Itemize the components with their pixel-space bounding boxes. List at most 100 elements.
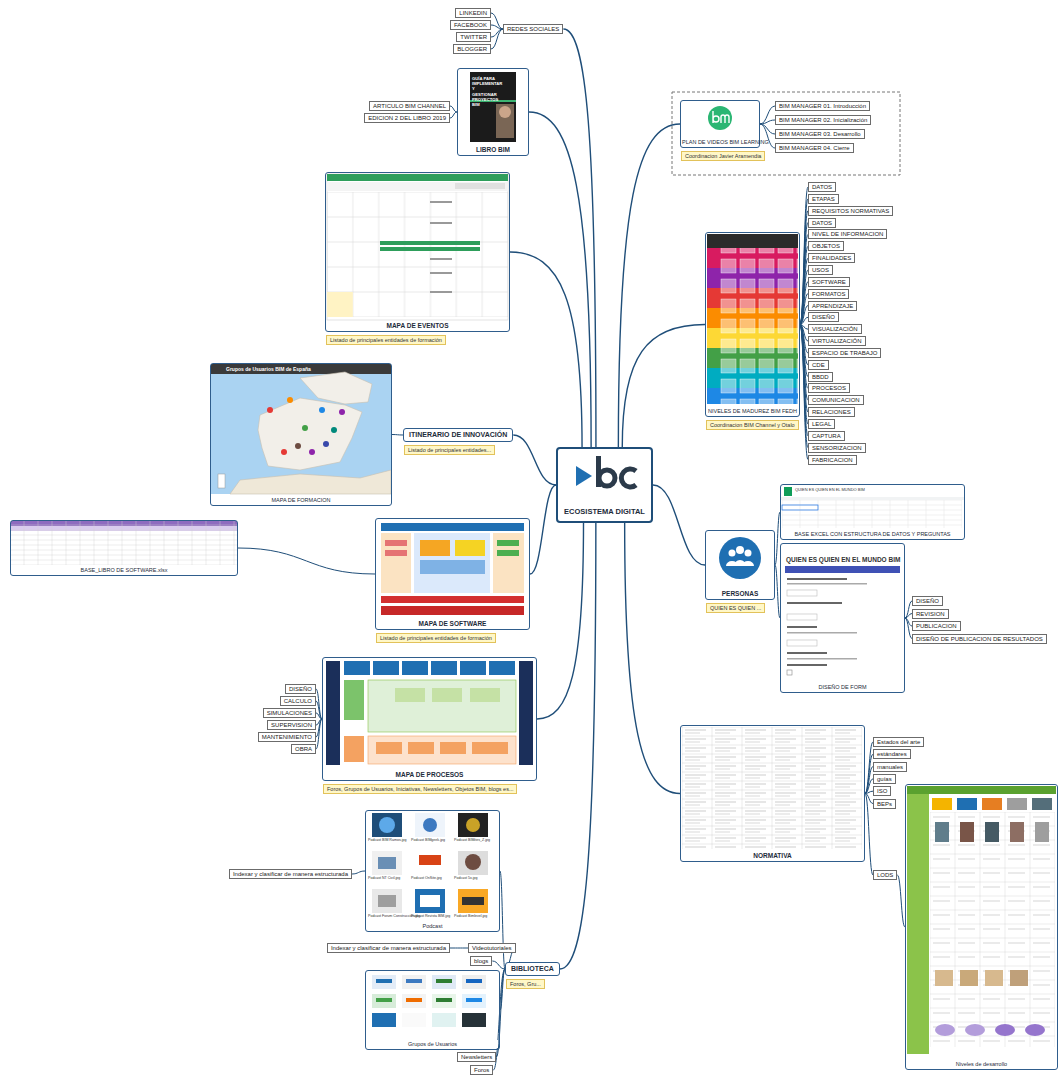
process-map-image-part	[408, 742, 434, 754]
topic-text: RELACIONES	[812, 409, 851, 415]
subtopic-box: CDE	[808, 360, 829, 370]
user-group-logos-part	[462, 994, 486, 1008]
image-topic: LIBRO BIM	[457, 68, 529, 156]
form-image-part	[785, 566, 900, 573]
maturity-levels-image-part	[707, 234, 798, 248]
file-name: Podcast Bimlevel.jpg	[454, 914, 487, 919]
development-levels-image-part	[935, 822, 949, 842]
calendar-image-part	[430, 258, 452, 260]
podcast-tiles-part	[415, 851, 445, 875]
subtopic-box: VIRTUALIZACIÓN	[808, 336, 866, 346]
form-image-part	[787, 602, 842, 604]
book-cover	[470, 72, 516, 142]
branch-connector	[905, 618, 912, 626]
image-topic: BASE EXCEL CON ESTRUCTURA DE DATOS Y PRE…	[780, 484, 965, 540]
topic-text: BIM MANAGER 01. Introducción	[779, 103, 866, 109]
software-map-image-part	[385, 540, 407, 546]
calendar-image-part	[327, 174, 508, 181]
topic-text: PROCESOS	[812, 385, 846, 391]
topic-text: BIBLIOTECA	[511, 965, 554, 972]
topic-text: FABRICACION	[812, 457, 853, 463]
subtopic-box: MANTENIMIENTO	[258, 732, 316, 742]
subtopic-box: BBDD	[808, 372, 833, 382]
subtopic-box: VISUALIZACIÓN	[808, 324, 862, 334]
note-text: Foros, Grupos de Usuarios, Iniciativas, …	[323, 784, 517, 794]
topic-text: APRENDIZAJE	[812, 303, 853, 309]
development-levels-image-part	[985, 970, 1003, 986]
topic-text: Foros	[474, 1067, 489, 1073]
subtopic-box: LEGAL	[808, 419, 835, 429]
branch-connector	[760, 120, 775, 124]
process-map-image-part	[368, 736, 516, 764]
development-levels-image-part	[960, 822, 974, 842]
subtopic-box: LODS	[873, 870, 897, 880]
note-text: Listado de principales entidades de form…	[326, 335, 446, 345]
people-icon-part	[729, 550, 736, 557]
topic-text: BIM MANAGER 03. Desarrollo	[779, 131, 861, 137]
process-map-image-part	[432, 688, 462, 702]
spreadsheet-image-part	[782, 505, 818, 510]
image-topic: NORMATIVA	[680, 725, 865, 862]
topic-text: FORMATOS	[812, 291, 845, 297]
software-table-image-part	[11, 521, 237, 565]
subtopic-box: ISO	[873, 786, 891, 796]
subtopic-box: SOFTWARE	[808, 277, 850, 287]
software-map-image-part	[377, 520, 528, 618]
spain-map-image	[211, 364, 391, 494]
subtopic-box: Estados del arte	[873, 737, 924, 747]
process-map-image-part	[460, 661, 486, 675]
calendar-image-part	[327, 174, 508, 320]
podcast-tiles-part	[462, 897, 484, 905]
calendar-image-part	[327, 192, 508, 317]
branch-connector	[800, 325, 808, 377]
spain-map-image-part	[287, 397, 293, 403]
branch-connector	[905, 618, 912, 639]
regulation-table-image-part	[682, 727, 862, 849]
center-logo-part	[599, 470, 615, 486]
branch-connector	[865, 791, 873, 793]
user-group-logos-part	[462, 975, 486, 989]
subtopic-box: REDES SOCIALES	[503, 24, 563, 34]
podcast-tiles-part	[419, 855, 441, 865]
branch-connector	[800, 325, 808, 365]
topic-text: DATOS	[812, 220, 832, 226]
subtopic-box: SIMULACIONES	[263, 708, 316, 718]
spain-map-image-part	[211, 364, 391, 494]
subtopic-box: BIM MANAGER 04. Cierre	[775, 143, 854, 153]
file-name: Podcast OnSite.jpg	[411, 876, 442, 881]
subtopic-box: manuales	[873, 762, 907, 772]
calendar-image-part	[430, 201, 452, 203]
subtopic-box: RELACIONES	[808, 407, 855, 417]
branch-connector	[865, 794, 873, 804]
book-cover-part	[470, 72, 516, 142]
main-topic: ITINERARIO DE INNOVACIÓNListado de princ…	[403, 428, 513, 442]
branch-connector	[800, 306, 808, 325]
people-icon-part	[719, 537, 761, 579]
dashed-group-frame	[672, 92, 900, 175]
user-group-logos-part	[466, 998, 482, 1002]
process-map-image-part	[395, 688, 425, 702]
branch-connector	[238, 548, 375, 574]
software-map-image-part	[493, 533, 524, 593]
image-topic: DISEÑO DE FORM	[780, 543, 905, 693]
branch-connector	[450, 112, 457, 118]
branch-connector	[760, 124, 775, 134]
topic-text: Videotutoriales	[472, 945, 512, 951]
process-map-image-part	[326, 661, 340, 765]
process-map-image-part	[472, 742, 508, 754]
spain-map-image-part	[267, 407, 273, 413]
software-map-image	[377, 520, 528, 618]
topic-text: blogs	[474, 958, 488, 964]
note-text: Coordinacion Javier Aramendia	[681, 151, 765, 161]
process-map-image-part	[519, 661, 533, 765]
topic-text: DISEÑO	[812, 314, 835, 320]
image-caption: NIVELES DE MADUREZ BIM FEDH	[707, 407, 798, 415]
topic-text: SENSORIZACION	[812, 445, 862, 451]
subtopic-box: LINKEDIN	[455, 8, 491, 18]
image-topic: Niveles de desarrollo	[905, 784, 1058, 1070]
subtopic-box: OBRA	[291, 744, 316, 754]
process-map-image-part	[440, 742, 466, 754]
topic-text: ARTICULO BIM CHANNEL	[373, 103, 446, 109]
file-name: Podcast BIMites_Z.jpg	[454, 838, 490, 843]
podcast-tiles-part	[415, 889, 445, 913]
